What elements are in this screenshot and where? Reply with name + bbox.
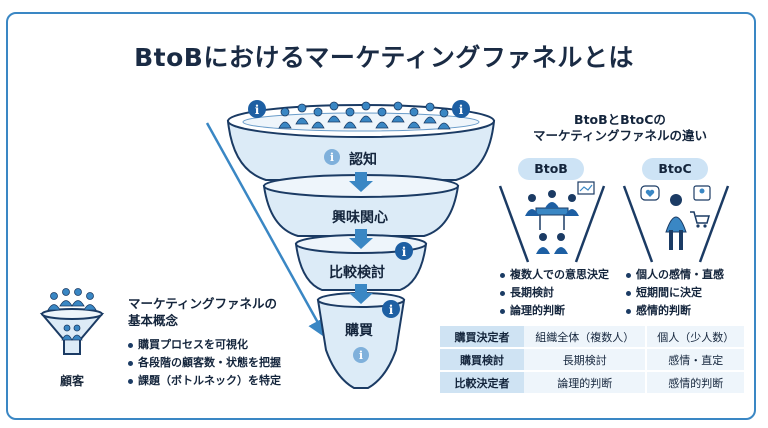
svg-text:i: i bbox=[389, 303, 394, 317]
btob-points: 複数人での意思決定 長期検討 論理的判断 bbox=[500, 266, 609, 320]
table-row: 比較決定者 論理的判断 感情的判断 bbox=[440, 371, 744, 395]
btoc-point: 短期間に決定 bbox=[626, 284, 724, 302]
info-icon: i bbox=[353, 347, 369, 363]
btob-point: 長期検討 bbox=[500, 284, 609, 302]
table-row: 購買決定者 組織全体（複数人） 個人（少人数） bbox=[440, 326, 744, 349]
concept-title-line1: マーケティングファネルの bbox=[128, 296, 278, 311]
info-icon: i bbox=[452, 100, 470, 118]
svg-text:i: i bbox=[255, 103, 260, 117]
svg-text:i: i bbox=[359, 349, 363, 362]
table-cell-btob: 論理的判断 bbox=[524, 371, 647, 395]
table-cell-btob: 組織全体（複数人） bbox=[524, 326, 647, 349]
table-cell-btoc: 個人（少人数） bbox=[645, 326, 744, 349]
svg-text:i: i bbox=[330, 151, 334, 164]
concept-points: 購買プロセスを可視化 各段階の顧客数・状態を把握 課題（ボトルネック）を特定 bbox=[128, 336, 281, 390]
info-icon: i bbox=[324, 149, 340, 165]
btoc-point: 感情的判断 bbox=[626, 302, 724, 320]
comparison-title: BtoBとBtoCの マーケティングファネルの違い bbox=[500, 112, 740, 144]
btob-cone bbox=[498, 185, 606, 263]
svg-text:i: i bbox=[402, 245, 407, 259]
info-icon: i bbox=[248, 100, 266, 118]
btob-point: 複数人での意思決定 bbox=[500, 266, 609, 284]
stage-label-awareness: 認知 bbox=[349, 152, 377, 168]
btoc-badge: BtoC bbox=[642, 158, 708, 180]
table-row: 購買検討 長期検討 感情・直定 bbox=[440, 348, 744, 372]
table-cell-btoc: 感情的判断 bbox=[645, 371, 744, 395]
stage-label-interest: 興味関心 bbox=[332, 210, 388, 226]
concept-point: 各段階の顧客数・状態を把握 bbox=[128, 354, 281, 372]
flow-arrow bbox=[205, 122, 327, 339]
btob-badge: BtoB bbox=[518, 158, 584, 180]
concept-point: 課題（ボトルネック）を特定 bbox=[128, 372, 281, 390]
info-icon: i bbox=[395, 242, 413, 260]
table-row-header: 比較決定者 bbox=[440, 371, 524, 395]
funnel-stage-comparison bbox=[294, 234, 428, 291]
meeting-group-icon bbox=[525, 190, 579, 254]
comparison-title-line2: マーケティングファネルの違い bbox=[532, 128, 707, 143]
stage-label-comparison: 比較検討 bbox=[329, 265, 385, 281]
heart-bubble-icon bbox=[640, 185, 660, 201]
concept-point: 購買プロセスを可視化 bbox=[128, 336, 281, 354]
chart-board-icon bbox=[577, 181, 595, 195]
person-icon bbox=[665, 194, 687, 250]
customer-funnel-icon bbox=[39, 288, 105, 355]
table-row-header: 購買決定者 bbox=[440, 326, 524, 349]
page-title: BtoBにおけるマーケティングファネルとは bbox=[134, 43, 634, 72]
customer-label: 顧客 bbox=[59, 374, 84, 388]
btoc-point: 個人の感情・直感 bbox=[626, 266, 724, 284]
btoc-cone bbox=[622, 185, 730, 263]
shopping-cart-icon bbox=[690, 211, 710, 228]
info-icon: i bbox=[382, 300, 400, 318]
comparison-table: 購買決定者 組織全体（複数人） 個人（少人数） 購買検討 長期検討 感情・直定 … bbox=[440, 326, 744, 395]
stage-arrows bbox=[349, 172, 373, 304]
btoc-points: 個人の感情・直感 短期間に決定 感情的判断 bbox=[626, 266, 724, 320]
svg-text:i: i bbox=[459, 103, 464, 117]
table-cell-btob: 長期検討 bbox=[524, 348, 647, 372]
concept-title: マーケティングファネルの 基本概念 bbox=[128, 295, 277, 329]
stage-label-purchase: 購買 bbox=[345, 323, 373, 339]
funnel-stage-interest bbox=[262, 174, 460, 237]
table-row-header: 購買検討 bbox=[440, 348, 524, 372]
people-crowd-icon bbox=[278, 101, 451, 130]
funnel-stage-purchase bbox=[316, 292, 406, 389]
profile-card-icon bbox=[693, 185, 711, 201]
comparison-title-line1: BtoBとBtoCの bbox=[574, 112, 666, 127]
btob-point: 論理的判断 bbox=[500, 302, 609, 320]
table-cell-btoc: 感情・直定 bbox=[645, 348, 744, 372]
concept-title-line2: 基本概念 bbox=[128, 313, 179, 328]
